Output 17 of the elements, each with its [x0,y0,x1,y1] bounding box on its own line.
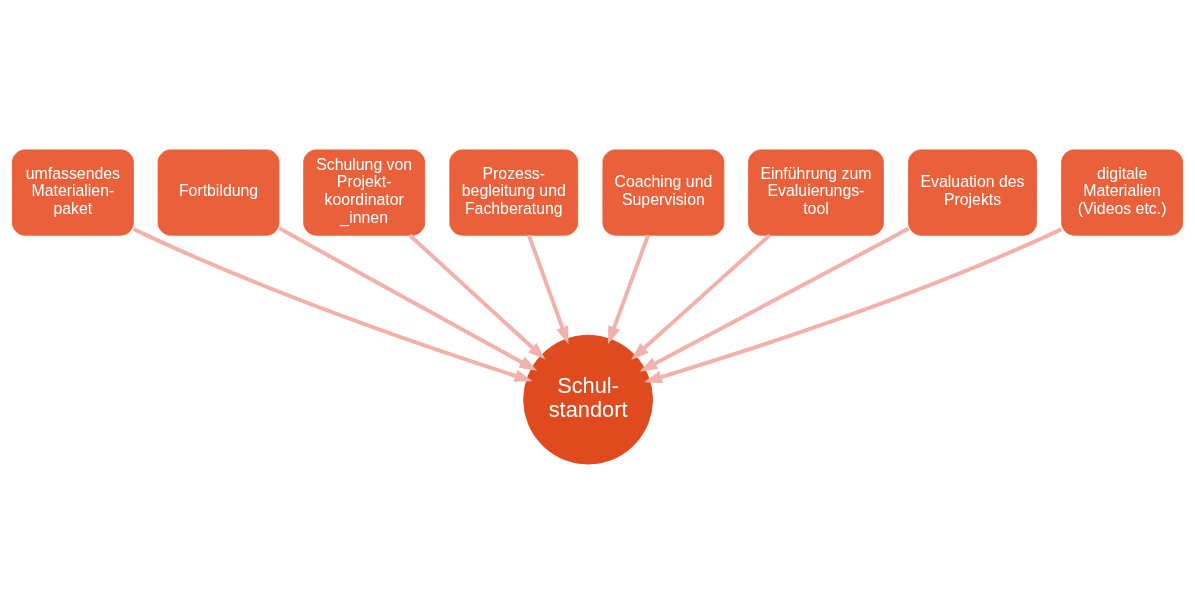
node-box: Evaluation des Projekts [908,148,1037,236]
arrow [408,233,546,360]
node-box: Coaching und Supervision [602,148,725,236]
arrow [631,233,771,360]
node-box: umfassendes Materialien- paket [11,148,134,236]
node-box: Einführung zum Evaluierungs- tool [748,148,884,236]
arrow [278,225,538,371]
arrow [644,226,1063,383]
node-box: digitale Materialien (Videos etc.) [1061,148,1184,236]
node-box: Prozess- begleitung und Fachberatung [449,148,579,236]
arrow [132,226,533,382]
node-circle: Schul- standort [523,334,653,465]
node-box: Schulung von Projekt- koordinator _innen [303,148,426,236]
arrow [639,226,910,372]
node-box: Fortbildung [157,148,280,236]
arrow [608,234,650,344]
arrow [527,234,569,344]
